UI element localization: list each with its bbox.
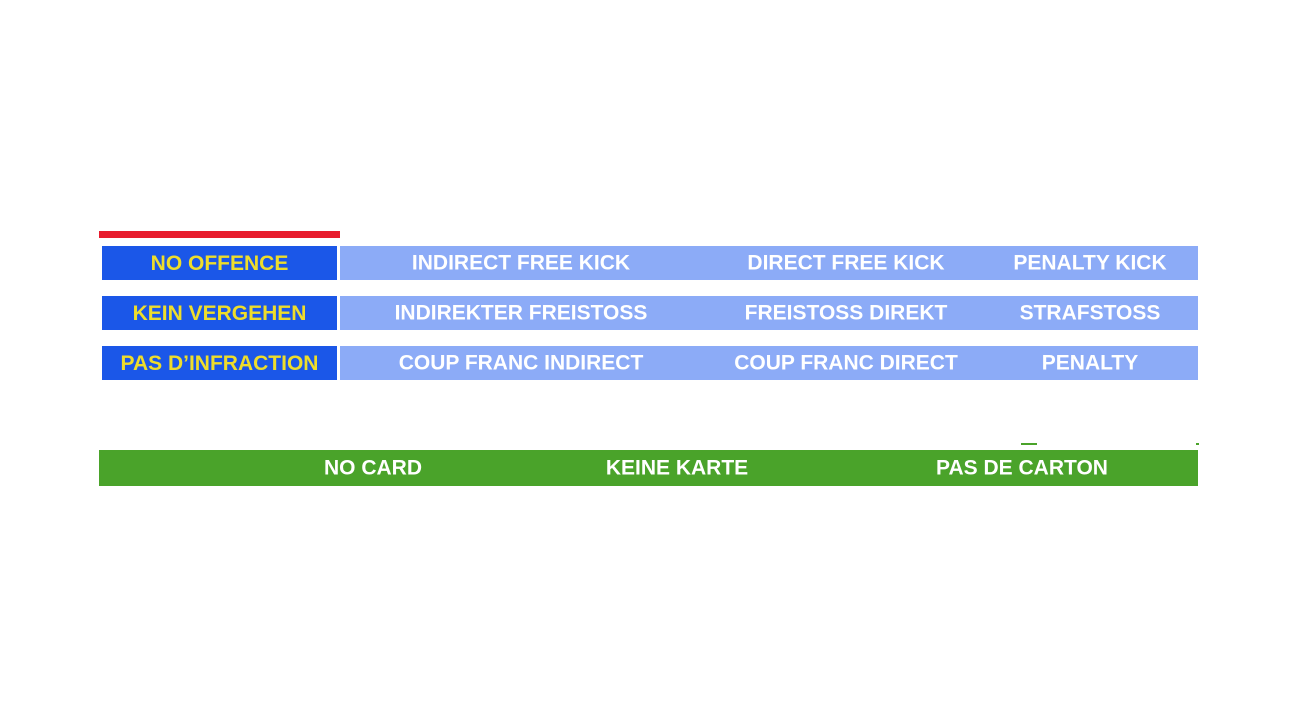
decision-row-french: PAS D’INFRACTION COUP FRANC INDIRECT COU… (0, 346, 1290, 380)
pas-d-infraction-label: PAS D’INFRACTION (120, 351, 319, 375)
green-dot-artifact (1196, 443, 1199, 445)
coup-franc-direct-label: COUP FRANC DIRECT (734, 351, 958, 375)
no-offence-label: NO OFFENCE (150, 251, 289, 275)
pas-de-carton-label: PAS DE CARTON (936, 456, 1108, 480)
outcome-bar-german: INDIREKTER FREISTOSS FREISTOSS DIREKT ST… (340, 296, 1198, 330)
decision-row-german: KEIN VERGEHEN INDIREKTER FREISTOSS FREIS… (0, 296, 1290, 330)
coup-franc-indirect-label: COUP FRANC INDIRECT (398, 351, 644, 375)
green-dash-artifact (1021, 443, 1037, 445)
freistoss-direkt-label: FREISTOSS DIREKT (744, 301, 948, 325)
kein-vergehen-cell: KEIN VERGEHEN (102, 296, 337, 330)
direct-free-kick-label: DIRECT FREE KICK (747, 251, 945, 275)
indirekter-freistoss-label: INDIREKTER FREISTOSS (394, 301, 648, 325)
no-card-bar: NO CARD KEINE KARTE PAS DE CARTON (99, 450, 1198, 486)
decision-row-english: NO OFFENCE INDIRECT FREE KICK DIRECT FRE… (0, 246, 1290, 280)
red-accent-bar (99, 231, 340, 238)
indirect-free-kick-label: INDIRECT FREE KICK (411, 251, 631, 275)
keine-karte-label: KEINE KARTE (605, 456, 749, 480)
penalty-kick-label: PENALTY KICK (1013, 251, 1167, 275)
kein-vergehen-label: KEIN VERGEHEN (132, 301, 307, 325)
pas-d-infraction-cell: PAS D’INFRACTION (102, 346, 337, 380)
outcome-bar-english: INDIRECT FREE KICK DIRECT FREE KICK PENA… (340, 246, 1198, 280)
strafstoss-label: STRAFSTOSS (1019, 301, 1161, 325)
no-offence-cell: NO OFFENCE (102, 246, 337, 280)
penalty-label: PENALTY (1041, 351, 1139, 375)
outcome-bar-french: COUP FRANC INDIRECT COUP FRANC DIRECT PE… (340, 346, 1198, 380)
no-card-label: NO CARD (324, 456, 422, 480)
